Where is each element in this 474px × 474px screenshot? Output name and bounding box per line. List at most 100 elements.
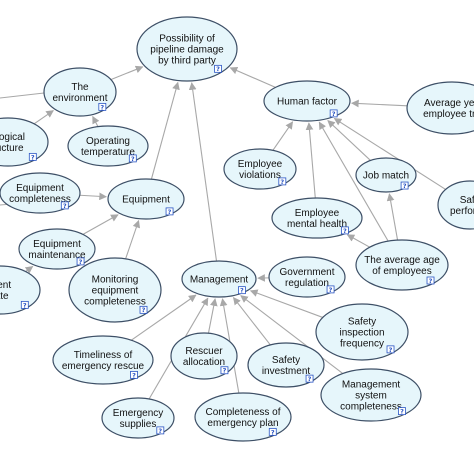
edge-operating-temp-to-environment — [92, 115, 100, 127]
edge-equip-complete-to-equipment — [79, 192, 107, 201]
help-icon[interactable]: ? — [386, 345, 395, 354]
help-icon[interactable]: ? — [398, 407, 406, 416]
help-icon[interactable]: ? — [426, 276, 435, 285]
node-label-line: Emergency — [113, 408, 164, 419]
node-human[interactable]: Human factor? — [263, 80, 351, 122]
node-label-line: emergency plan — [207, 418, 278, 429]
help-icon[interactable]: ? — [20, 300, 29, 309]
node-label-line: Management — [190, 275, 249, 286]
node-label-line: Monitoring — [92, 275, 139, 286]
node-label-line: emergency rescue — [62, 361, 145, 372]
node-label-line: The average age — [364, 255, 440, 266]
help-icon-glyph: ? — [389, 346, 393, 354]
edge-equipment-to-root — [150, 81, 180, 180]
edge-rate-left-to-equip-maint — [24, 266, 34, 274]
node-equipment[interactable]: Equipment? — [107, 178, 185, 220]
node-label-line: Job match — [363, 171, 409, 182]
node-average-year[interactable]: Average yeaemployee tra? — [406, 81, 474, 135]
node-safety-perf[interactable]: Safeperforma? — [437, 180, 474, 230]
node-label-line: inspection — [339, 328, 384, 339]
help-icon[interactable]: ? — [305, 374, 314, 383]
help-icon[interactable]: ? — [128, 154, 137, 163]
node-label-line: Average yea — [424, 98, 474, 109]
node-rate-left[interactable]: mentrate? — [0, 265, 41, 315]
node-label-line: pipeline damage — [150, 45, 224, 56]
help-icon[interactable]: ? — [220, 366, 229, 375]
help-icon[interactable]: ? — [139, 305, 148, 314]
node-shape — [268, 256, 346, 298]
node-shape — [263, 80, 351, 122]
help-icon-glyph: ? — [329, 286, 333, 294]
help-icon-glyph: ? — [400, 408, 404, 416]
node-label-line: temperature — [81, 147, 135, 158]
help-icon[interactable]: ? — [329, 109, 338, 118]
node-shape — [437, 180, 474, 230]
help-icon[interactable]: ? — [326, 285, 335, 294]
help-icon[interactable]: ? — [76, 257, 85, 266]
help-icon-glyph: ? — [223, 367, 227, 375]
node-label-line: Operating — [86, 136, 130, 147]
help-icon[interactable]: ? — [214, 64, 222, 73]
help-icon[interactable]: ? — [156, 426, 165, 435]
node-label-line: Safety — [348, 317, 376, 328]
node-label-line: The — [71, 82, 89, 93]
help-icon[interactable]: ? — [268, 427, 277, 436]
help-icon-glyph: ? — [142, 306, 146, 314]
edge-geological-to-environment — [33, 110, 54, 125]
edge-average-year-to-human — [351, 99, 408, 108]
help-icon[interactable]: ? — [278, 177, 287, 186]
node-job-match[interactable]: Job match? — [355, 157, 417, 193]
edge-offscreen-1 — [0, 92, 45, 99]
node-shape — [194, 392, 292, 442]
node-shape — [68, 257, 162, 323]
edge-safety-invest-to-management — [232, 296, 271, 346]
help-icon-glyph: ? — [31, 153, 35, 161]
node-shape — [67, 125, 149, 167]
node-management[interactable]: Management? — [181, 260, 257, 298]
help-icon[interactable]: ? — [28, 152, 37, 161]
node-label-line: frequency — [340, 339, 384, 350]
help-icon[interactable]: ? — [340, 226, 349, 235]
node-shape — [136, 16, 238, 82]
help-icon-glyph: ? — [63, 202, 67, 210]
help-icon[interactable]: ? — [165, 207, 174, 216]
node-label-line: environment — [52, 93, 107, 104]
help-icon[interactable]: ? — [98, 102, 107, 111]
node-label-line: performa — [450, 206, 474, 217]
node-label-line: equipment — [92, 286, 139, 297]
help-icon[interactable]: ? — [400, 181, 409, 190]
help-icon[interactable]: ? — [60, 201, 69, 210]
edge-avg-age-to-mental-health — [346, 234, 371, 248]
node-shape — [181, 260, 257, 298]
help-icon[interactable]: ? — [238, 286, 246, 295]
edge-avg-age-to-human — [318, 121, 389, 242]
node-shape — [0, 265, 41, 315]
node-shape — [101, 397, 175, 439]
node-geological[interactable]: ologicalructure? — [0, 117, 49, 167]
node-label-line: Equipment — [16, 183, 64, 194]
help-icon-glyph: ? — [158, 427, 162, 435]
node-label-line: allocation — [183, 357, 225, 368]
help-icon[interactable]: ? — [130, 370, 138, 379]
node-label-line: Safe — [460, 195, 474, 206]
node-label-line: Completeness of — [205, 407, 280, 418]
node-label-line: completeness — [340, 402, 402, 413]
